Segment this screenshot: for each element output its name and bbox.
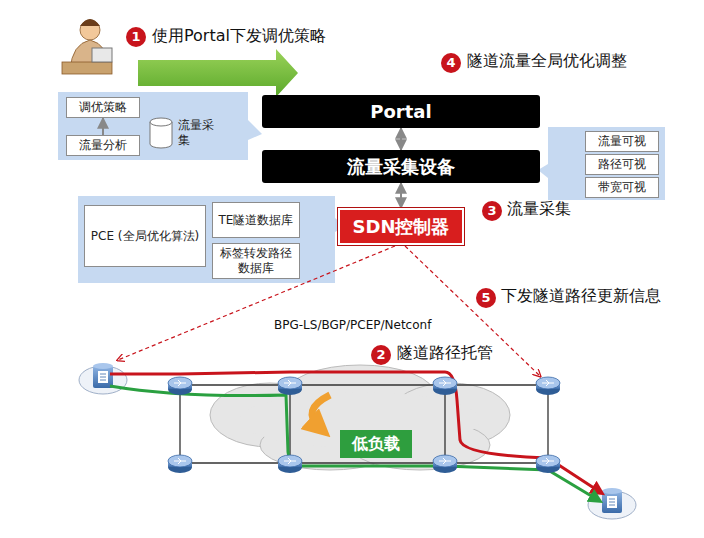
- db-box: 标签转发路径数据库: [212, 243, 300, 279]
- connector: [400, 128, 402, 150]
- node-text: 带宽可视: [598, 180, 646, 195]
- node-text: 流量可视: [598, 134, 646, 149]
- step-text: 流量采集: [507, 199, 571, 220]
- analysis-box: 流量分析: [66, 135, 140, 156]
- low-load-box: 低负载: [340, 430, 412, 458]
- collect-db: 流量采集: [148, 116, 220, 150]
- node-text: 调优策略: [79, 100, 127, 115]
- cylinder-icon: [148, 116, 174, 150]
- step-text: 下发隧道路径更新信息: [501, 286, 661, 307]
- callout-number: 4: [441, 53, 461, 73]
- callout-number: 3: [482, 201, 502, 221]
- view-box: 流量可视: [585, 131, 659, 152]
- node-text: 标签转发路径数据库: [217, 246, 295, 276]
- controller-box: SDN控制器: [338, 208, 464, 245]
- node-text: 路径可视: [598, 157, 646, 172]
- node-text: 流量分析: [79, 138, 127, 153]
- node-text: 低负载: [352, 434, 400, 455]
- portal-bar: Portal: [262, 95, 540, 128]
- step-text: 使用Portal下发调优策略: [152, 26, 326, 47]
- policy-box: 调优策略: [66, 97, 140, 118]
- collector-bar: 流量采集设备: [262, 150, 540, 183]
- node-text: PCE (全局优化算法): [91, 229, 199, 244]
- callout-number: 5: [476, 288, 496, 308]
- node-text: 流量采集: [178, 118, 220, 148]
- pce-box: PCE (全局优化算法): [84, 205, 206, 267]
- connector: [400, 183, 402, 208]
- step-text: 隧道路径托管: [397, 343, 493, 364]
- db-box: TE隧道数据库: [212, 202, 300, 238]
- node-text: SDN控制器: [353, 215, 450, 239]
- node-text: Portal: [370, 101, 431, 122]
- step-text: 隧道流量全局优化调整: [467, 51, 627, 72]
- view-box: 路径可视: [585, 154, 659, 175]
- callout-number: 1: [126, 27, 146, 47]
- view-box: 带宽可视: [585, 177, 659, 198]
- node-text: 流量采集设备: [347, 155, 455, 179]
- callout-number: 2: [371, 345, 391, 365]
- connector: [102, 118, 104, 135]
- protocol-label: BPG-LS/BGP/PCEP/Netconf: [272, 318, 433, 332]
- node-text: TE隧道数据库: [219, 213, 294, 228]
